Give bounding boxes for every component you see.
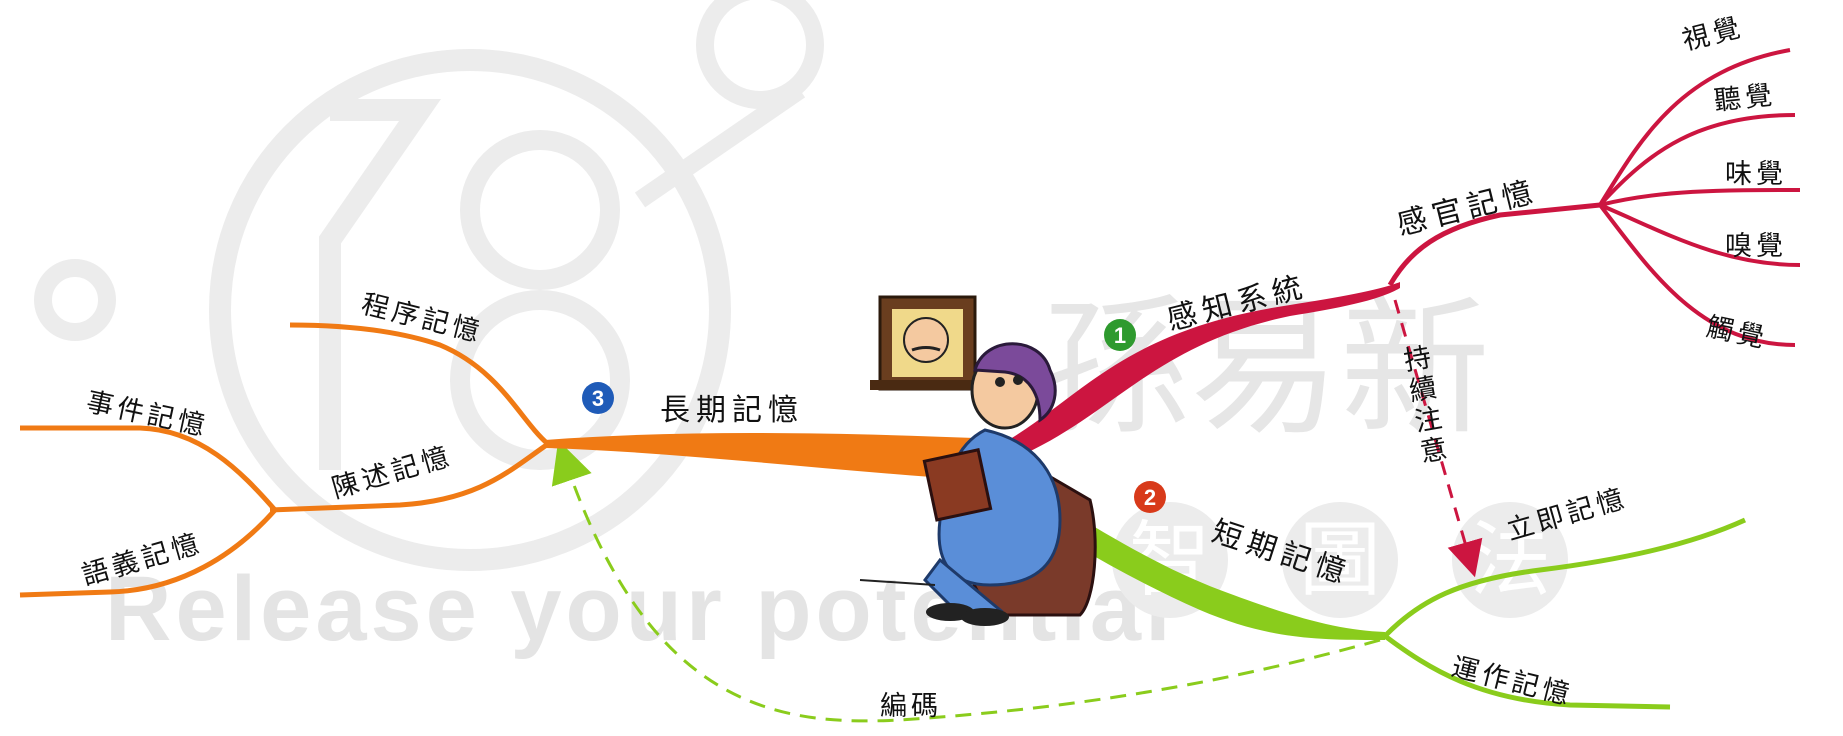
branch-working-line (1383, 634, 1671, 710)
badge-1 (1104, 319, 1136, 351)
attention-arrow (1393, 299, 1483, 578)
label-sensory-memory: 感官記憶 (1393, 174, 1541, 243)
label-encoding: 編碼 (880, 691, 942, 722)
badge-2 (1134, 481, 1166, 513)
label-sense-smell: 嗅覺 (1725, 231, 1787, 262)
watermark-logo (34, 0, 824, 571)
shelf (870, 380, 990, 390)
book (922, 448, 993, 522)
watermark-circle (1452, 502, 1568, 618)
label-sense-vision: 視覺 (1679, 12, 1747, 57)
watermark-circle-char: 法 (1469, 513, 1551, 608)
label-sense-taste: 味覺 (1725, 159, 1787, 190)
label-immediate-memory: 立即記憶 (1503, 483, 1631, 547)
branch-semantic-line (19, 508, 277, 598)
woman-hair (973, 342, 1057, 423)
badge-2-number: 2 (1144, 485, 1156, 510)
branch-perception-line (1000, 282, 1400, 460)
badge-1-number: 1 (1114, 323, 1126, 348)
branch-procedural-line (289, 322, 550, 446)
watermark-circle (1282, 502, 1398, 618)
branch-sensory-line (1387, 202, 1601, 287)
label-episodic-memory: 事件記憶 (84, 387, 212, 443)
label-working-memory: 運作記憶 (1448, 652, 1576, 712)
branch-short-term (551, 440, 1747, 723)
branch-long-term-line (545, 433, 975, 480)
branch-immediate-line (1383, 517, 1747, 638)
branch-long-term (19, 322, 975, 598)
watermark-circle-char: 圖 (1299, 513, 1381, 608)
elderly-woman-reading-icon (859, 295, 1097, 626)
badge-3 (582, 382, 614, 414)
label-declarative-memory: 陳述記憶 (328, 441, 456, 505)
label-sense-touch: 觸覺 (1704, 312, 1771, 355)
label-sense-hearing: 聽覺 (1712, 80, 1777, 117)
badge-3-number: 3 (592, 386, 604, 411)
branch-perception (1000, 48, 1801, 578)
branch-declarative-line (269, 441, 550, 513)
branch-episodic-line (20, 425, 277, 512)
encoding-arrow (551, 440, 1381, 723)
label-long-term: 長期記憶 (660, 393, 804, 428)
